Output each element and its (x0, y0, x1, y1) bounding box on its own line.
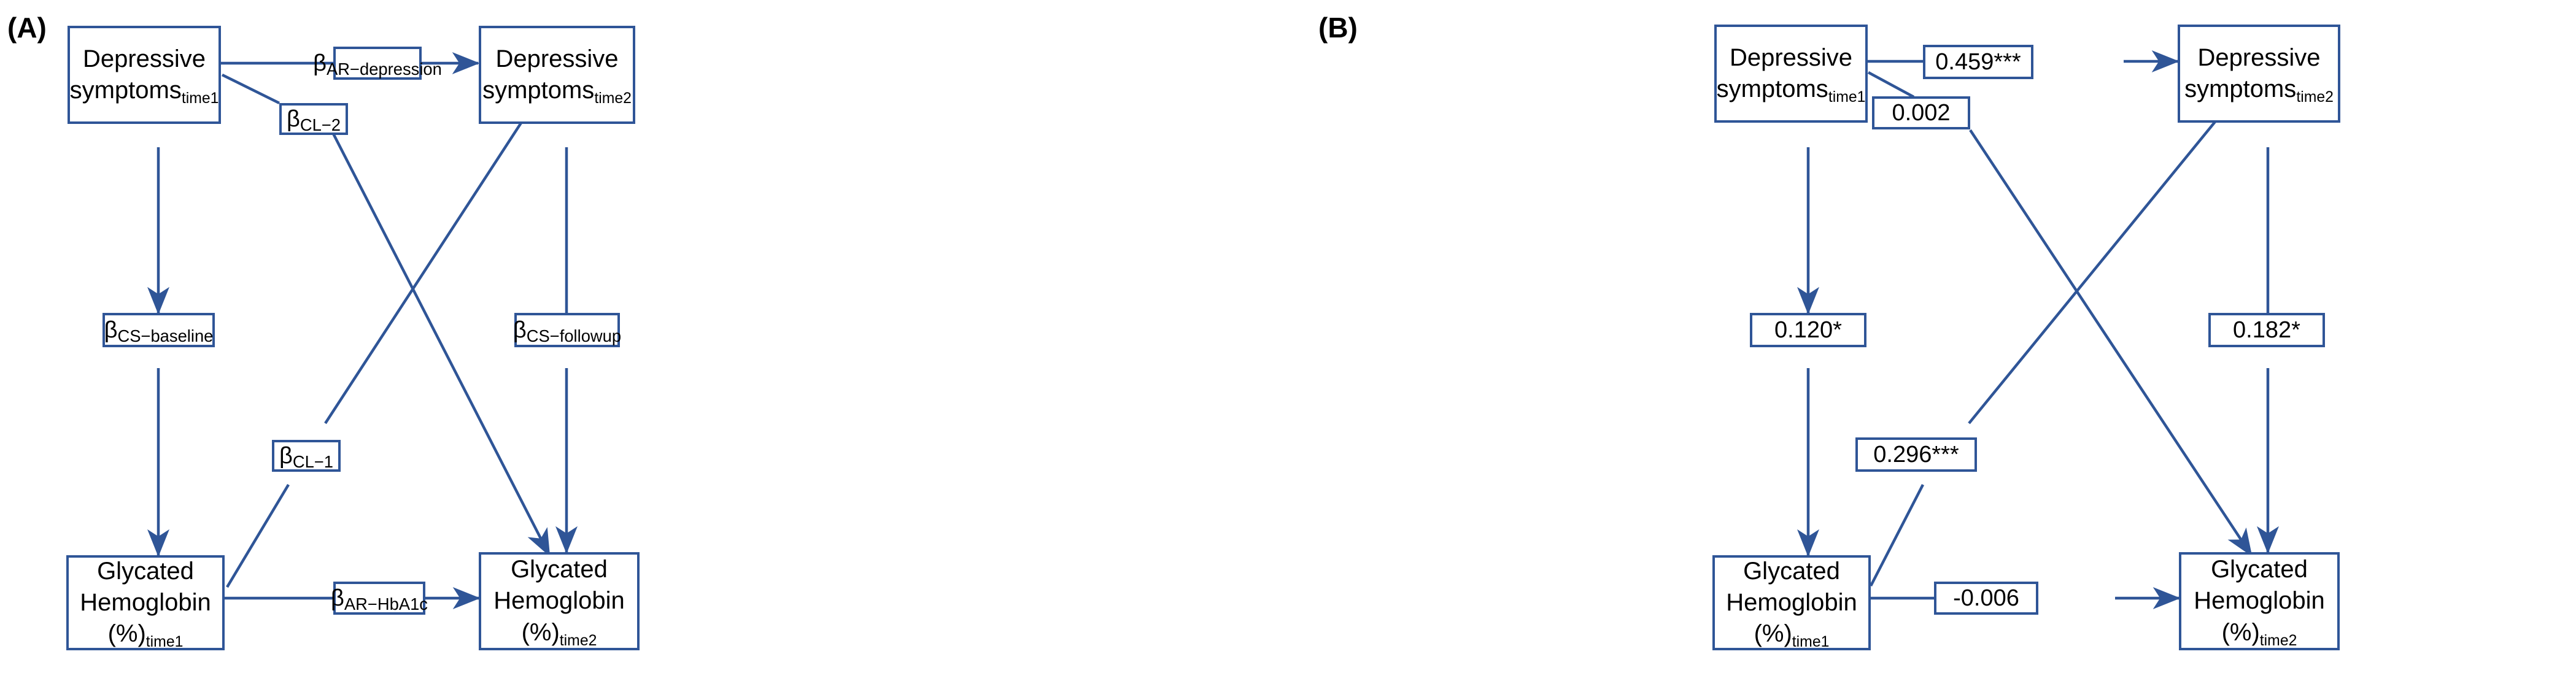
path-label-text: 0.459*** (1935, 49, 2021, 75)
path-cl2-seg2 (330, 129, 551, 557)
path-cl2-seg2 (1969, 129, 2253, 557)
path-label-text: βAR−depression (313, 50, 442, 79)
panel-a-paths (147, 52, 578, 609)
path-cl1-seg2 (1968, 72, 2256, 425)
path-label-text: 0.182* (2233, 317, 2300, 343)
path-label-text: 0.120* (1774, 317, 1842, 343)
panel-a: (A) (7, 12, 640, 650)
path-label-text: βAR−HbA1c (331, 585, 428, 614)
path-label-ar-depression[interactable]: 0.459*** (1923, 45, 2033, 79)
path-label-cs-followup[interactable]: 0.182* (2208, 313, 2325, 347)
node-glycated-hemoglobin-time1[interactable]: Glycated Hemoglobin(%)time1 (66, 555, 225, 650)
node-label: Glycated Hemoglobin(%)time1 (1726, 557, 1857, 651)
panel-b-paths (1797, 50, 2279, 609)
path-label-cl-2[interactable]: 0.002 (1872, 96, 1970, 129)
panel-b-tag: (B) (1318, 12, 1358, 44)
path-label-cl-2[interactable]: βCL−2 (279, 103, 348, 135)
path-label-text: 0.296*** (1873, 442, 1959, 467)
path-cl2-seg1 (1867, 71, 1915, 98)
path-label-text: 0.002 (1892, 100, 1951, 126)
path-label-cl-1[interactable]: 0.296*** (1855, 437, 1977, 472)
panel-b: (B) (1288, 0, 2576, 673)
path-label-cs-baseline[interactable]: βCS−baseline (102, 313, 215, 347)
path-label-cl-1[interactable]: βCL−1 (272, 440, 341, 472)
node-label: Glycated Hemoglobin(%)time1 (80, 557, 211, 651)
node-label: Glycated Hemoglobin(%)time2 (2194, 556, 2325, 649)
path-cl1-seg1 (226, 483, 290, 588)
path-label-ar-depression[interactable]: βAR−depression (313, 47, 442, 80)
node-glycated-hemoglobin-time2[interactable]: Glycated Hemoglobin(%)time2 (2179, 552, 2340, 650)
node-glycated-hemoglobin-time2[interactable]: Glycated Hemoglobin(%)time2 (479, 552, 640, 650)
path-label-cs-baseline[interactable]: 0.120* (1750, 313, 1866, 347)
path-cl1-seg1 (1869, 483, 1925, 587)
path-label-text: βCS−baseline (104, 317, 214, 346)
node-label: Glycated Hemoglobin(%)time2 (493, 556, 625, 649)
path-label-text: βCL−1 (279, 443, 334, 472)
path-label-ar-hba1c[interactable]: βAR−HbA1c (331, 582, 428, 615)
path-label-text: -0.006 (1953, 585, 2019, 611)
path-cl1-seg2 (324, 73, 554, 425)
path-label-ar-hba1c[interactable]: -0.006 (1934, 582, 2038, 615)
panel-a-tag: (A) (7, 12, 47, 44)
path-label-text: βCS−followup (512, 317, 622, 346)
path-label-text: βCL−2 (286, 106, 341, 135)
path-cl2-seg1 (222, 73, 280, 105)
path-label-cs-followup[interactable]: βCS−followup (512, 313, 622, 347)
node-glycated-hemoglobin-time1[interactable]: Glycated Hemoglobin(%)time1 (1712, 555, 1871, 650)
